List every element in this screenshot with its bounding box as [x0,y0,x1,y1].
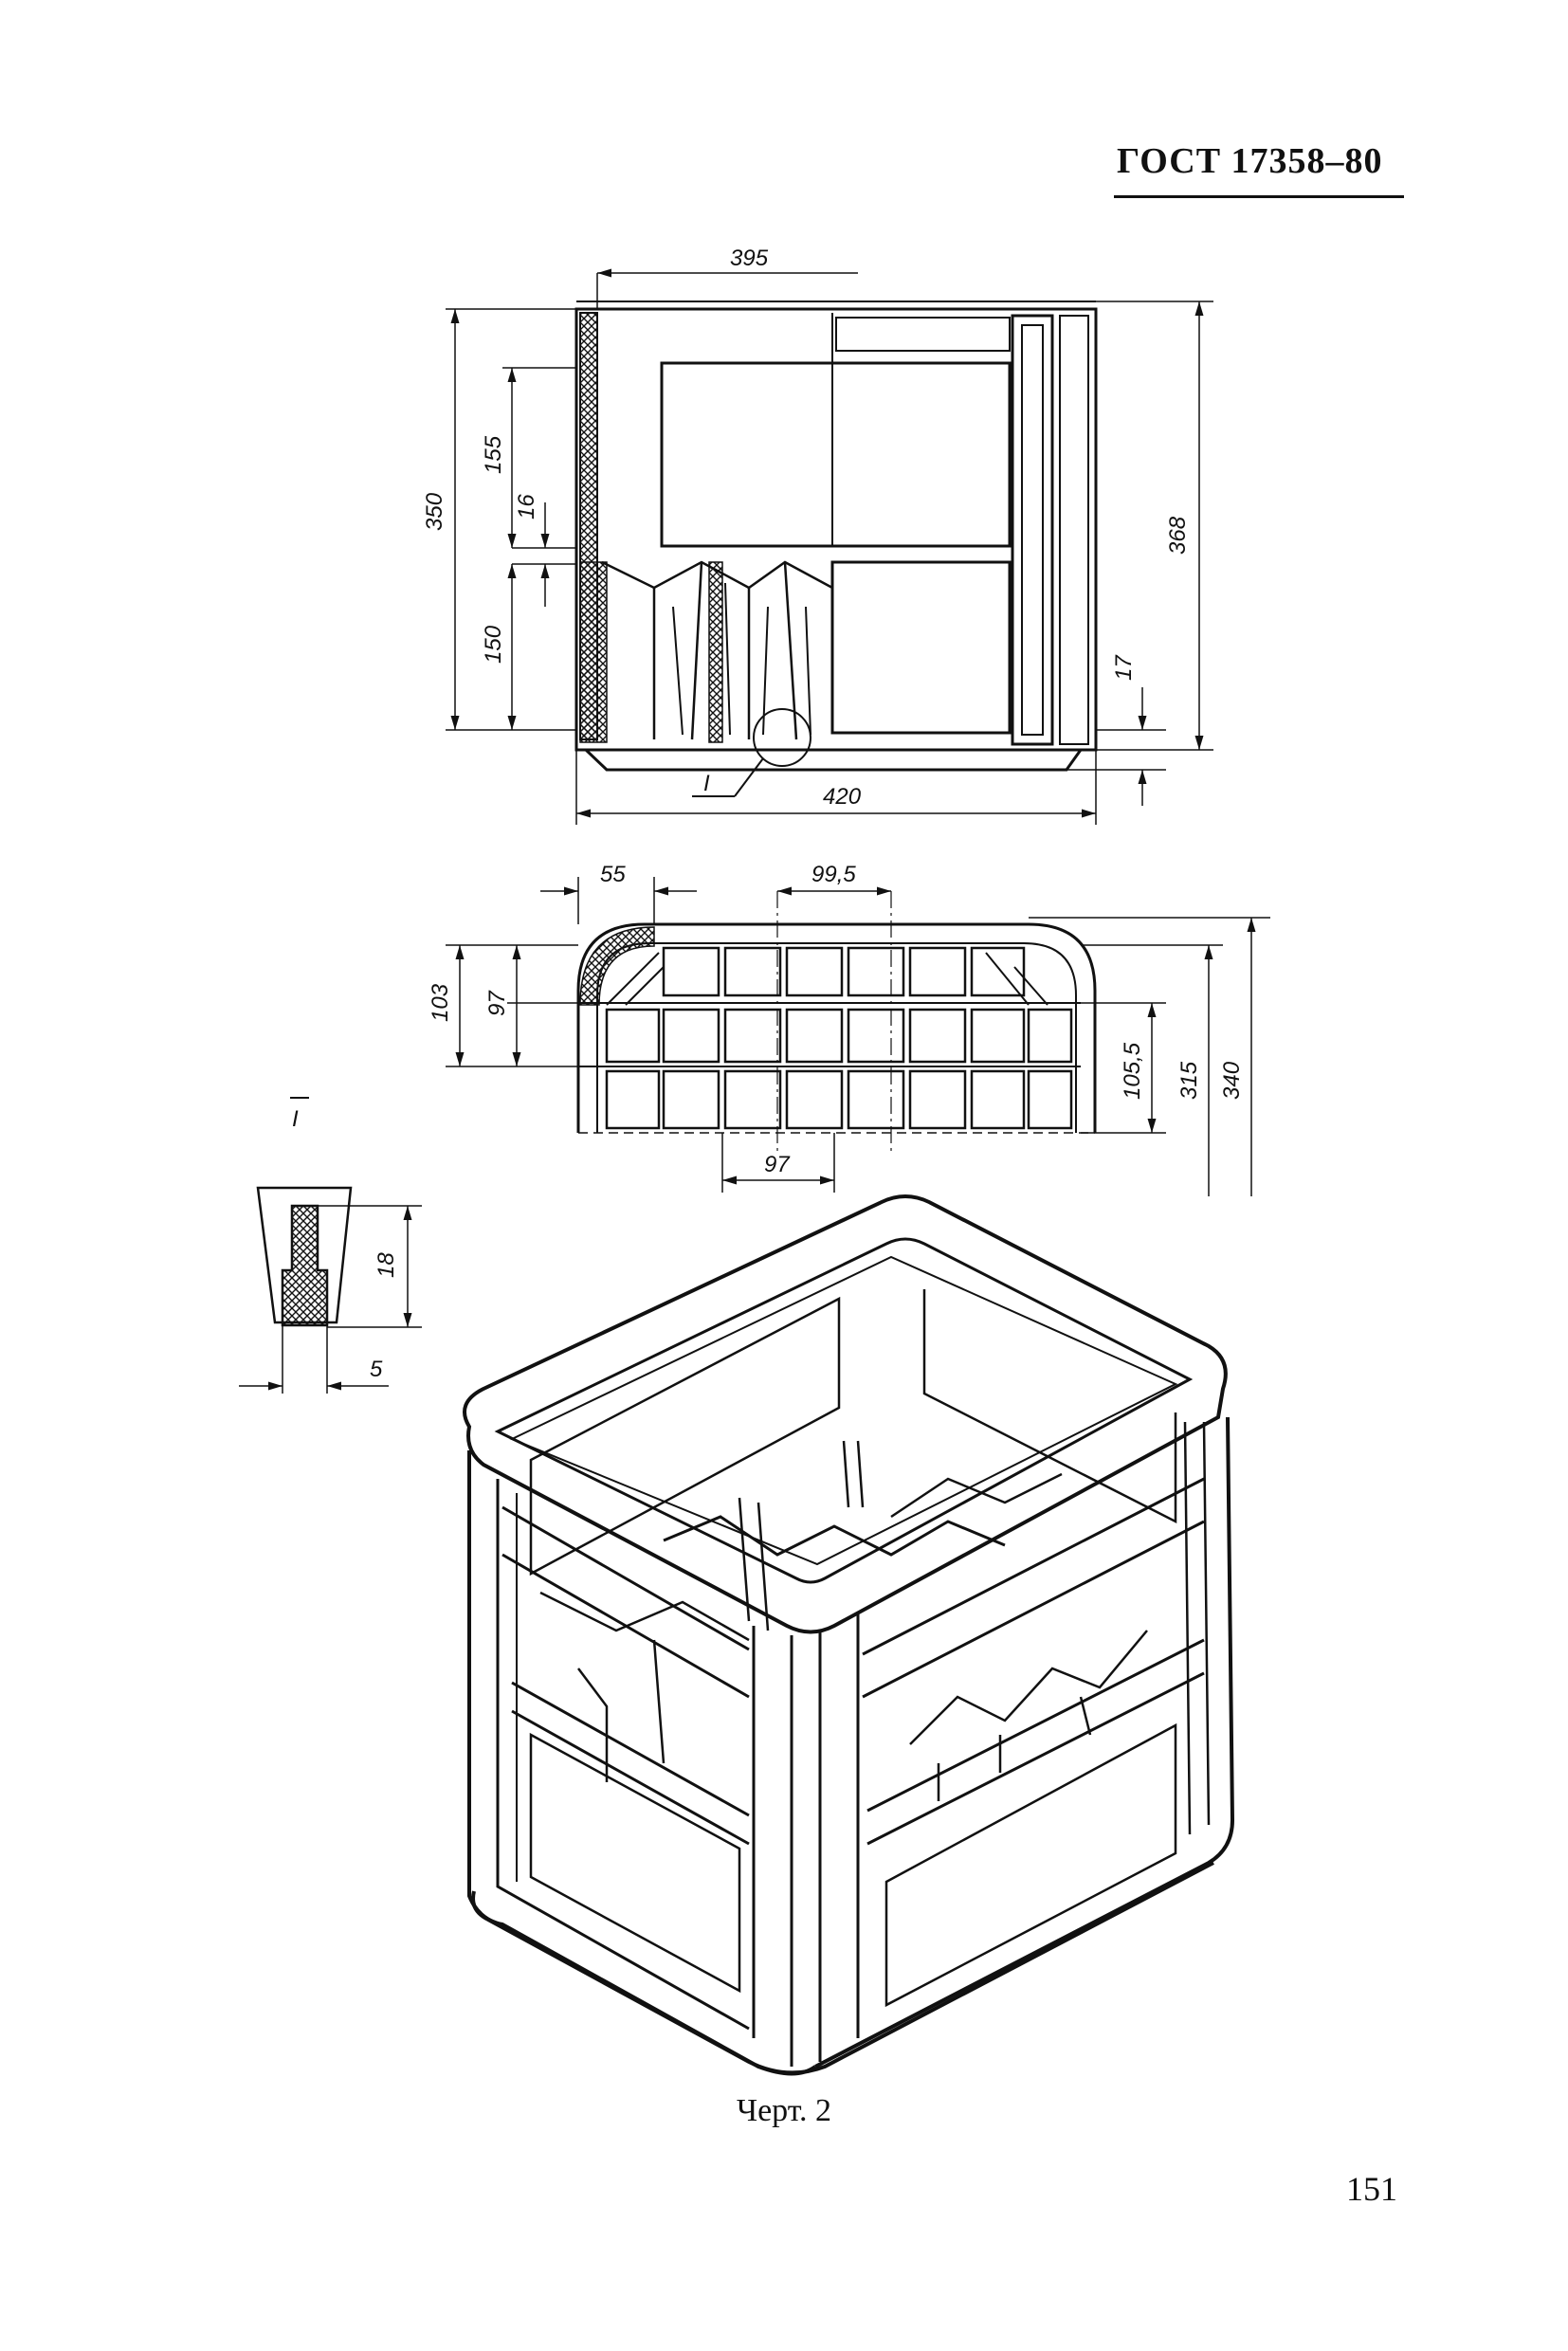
top-view-dimensions: 55 99,5 103 97 105,5 315 340 97 [428,862,1270,1196]
dim-97-bottom: 97 [764,1152,791,1177]
dim-5: 5 [370,1357,383,1382]
dim-420: 420 [823,784,862,810]
dim-368: 368 [1165,516,1191,555]
dim-17: 17 [1111,654,1137,681]
top-view [576,891,1097,1152]
dim-315: 315 [1176,1061,1202,1100]
dim-155: 155 [481,435,506,474]
dim-99-5: 99,5 [811,862,856,887]
page-number: 151 [1346,2170,1397,2208]
isometric-view [463,1194,1235,2076]
detail-title: I [292,1106,299,1132]
dim-55: 55 [600,862,626,887]
dim-103: 103 [428,983,453,1022]
front-view-dimensions: 395 350 155 16 150 368 17 420 [422,246,1213,825]
header-rule [1114,195,1404,198]
dim-16: 16 [514,494,539,519]
dim-105-5: 105,5 [1120,1042,1145,1100]
dim-350: 350 [422,492,447,531]
detail-marker: I [703,771,710,796]
dim-97-left: 97 [484,990,510,1016]
front-view: I [574,301,1098,797]
dim-150: 150 [481,625,506,664]
dim-18: 18 [374,1252,399,1278]
standard-code: ГОСТ 17358–80 [1117,141,1383,181]
detail-view: I 18 5 [239,1097,422,1394]
figure-caption: Черт. 2 [736,2093,832,2128]
dim-395: 395 [730,246,769,271]
dim-340: 340 [1219,1061,1245,1100]
